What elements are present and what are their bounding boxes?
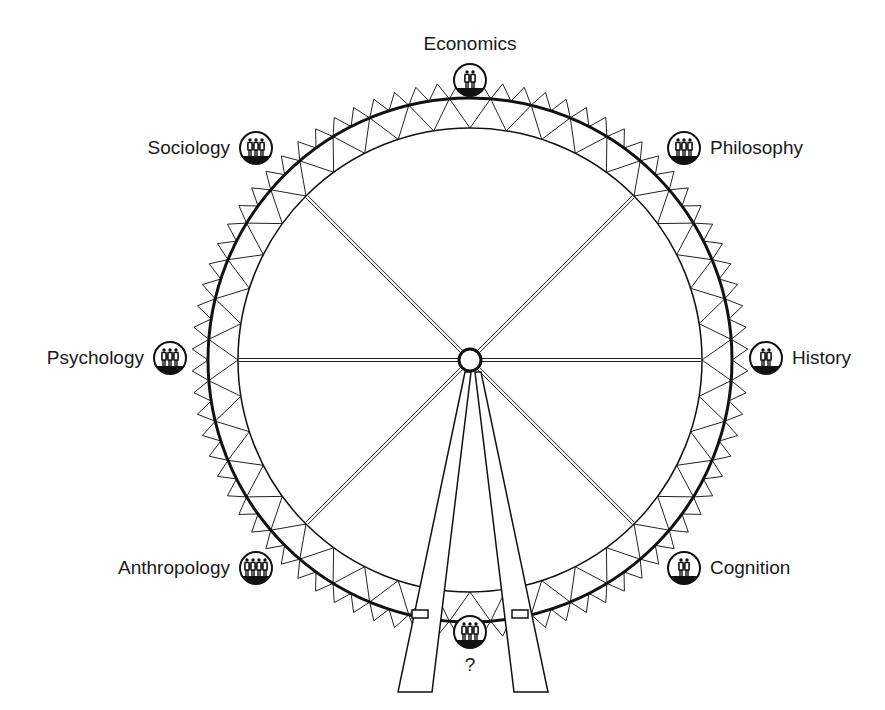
capsule-outline: [748, 340, 784, 376]
discipline-label: Economics: [424, 33, 517, 56]
spoke-line: [306, 198, 461, 353]
capsule-outline: [152, 340, 188, 376]
capsule-outline: [666, 130, 702, 166]
discipline-label: Philosophy: [710, 137, 803, 160]
discipline-label: Cognition: [710, 557, 790, 580]
discipline-label: Anthropology: [118, 557, 230, 580]
capsule-outline: [452, 62, 488, 98]
capsule-outline: [238, 130, 274, 166]
passenger-capsule: Sociology: [238, 130, 274, 166]
spokes: [239, 196, 701, 525]
hub: [459, 349, 481, 371]
passenger-capsule: Psychology: [152, 340, 188, 376]
capsule-outline: [238, 550, 274, 586]
rim-truss: [192, 82, 748, 638]
truss-zigzag: [209, 99, 731, 621]
capsule-outline: [452, 614, 488, 650]
spoke-line: [477, 196, 632, 351]
passenger-capsule: Cognition: [666, 550, 702, 586]
outer-rim: [208, 98, 732, 622]
passenger-capsule: ?: [452, 614, 488, 650]
truss-outer: [192, 82, 748, 638]
passenger-capsule: History: [748, 340, 784, 376]
discipline-label: Psychology: [47, 347, 144, 370]
discipline-label: Sociology: [148, 137, 230, 160]
spoke-line: [482, 358, 701, 359]
spoke-line: [239, 358, 458, 359]
support-legs: [398, 372, 548, 692]
spoke-line: [308, 196, 463, 351]
capsule-outline: [666, 550, 702, 586]
spoke-line: [480, 198, 635, 353]
passenger-capsule: Philosophy: [666, 130, 702, 166]
inner-rim: [238, 128, 702, 592]
passenger-capsule: Economics: [452, 62, 488, 98]
spoke-line: [482, 361, 701, 362]
spoke-line: [306, 367, 461, 522]
discipline-label: History: [792, 347, 851, 370]
discipline-label: ?: [465, 654, 476, 677]
spoke-line: [239, 361, 458, 362]
passenger-capsule: Anthropology: [238, 550, 274, 586]
